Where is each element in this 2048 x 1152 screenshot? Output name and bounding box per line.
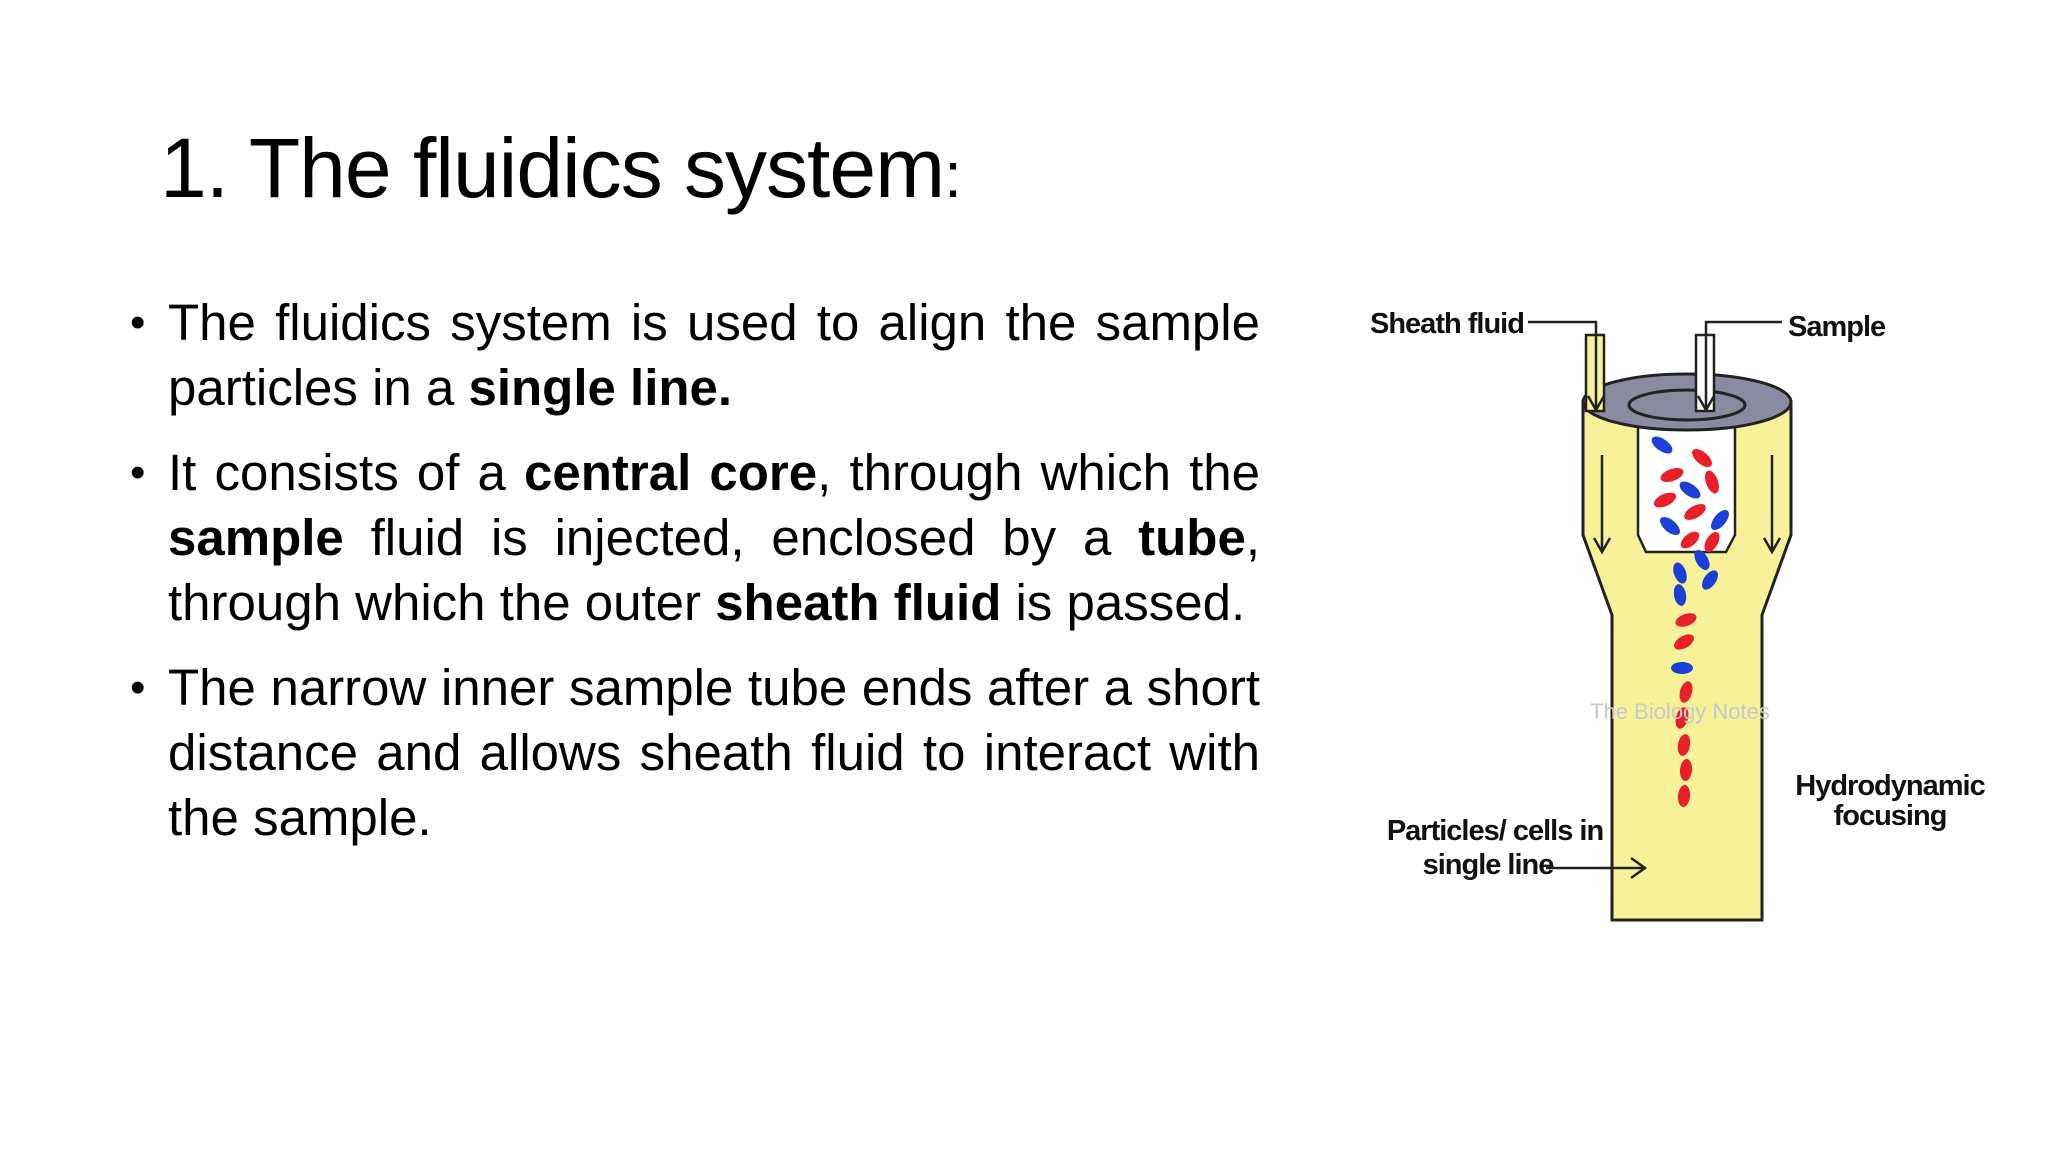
cells (1651, 436, 1729, 807)
bullet-item: • The fluidics system is used to align th… (130, 290, 1260, 420)
red-cell (1684, 504, 1706, 520)
bullet-item: •It consists of a central core, through … (130, 440, 1260, 635)
blue-cell (1651, 436, 1673, 454)
bullet-text: is passed. (1001, 574, 1246, 631)
red-cell (1675, 707, 1689, 729)
bullet-text: fluid is injected, enclosed by a (343, 509, 1139, 566)
bullet-text: The narrow inner sample tube ends after … (168, 659, 1260, 846)
red-cell (1674, 634, 1694, 650)
title-text: 1. The fluidics system (160, 121, 945, 215)
label-sample: Sample (1788, 311, 1886, 343)
label-focusing: focusing (1834, 800, 1947, 832)
blue-cell (1673, 584, 1687, 606)
red-cell (1704, 532, 1720, 552)
blue-cell (1694, 550, 1710, 570)
flow-tube (1581, 400, 1793, 922)
bullet-dot: • (130, 298, 146, 347)
fluidics-diagram: Sheath fluid Sample Hydrodynamic focusin… (1370, 308, 1987, 922)
red-cell (1692, 449, 1712, 467)
bullet-bold-text: tube (1138, 509, 1246, 566)
sheath-flow-arrows (1592, 455, 1782, 555)
bullet-bold-text: single line. (468, 359, 733, 416)
blue-cell (1660, 517, 1680, 535)
blue-cell (1702, 570, 1718, 590)
bullet-bold-text: sheath fluid (715, 574, 1002, 631)
red-cell (1705, 470, 1719, 494)
label-hydrodynamic: Hydrodynamic (1795, 770, 1985, 802)
red-cell (1660, 468, 1684, 482)
bullet-text: , through which the outer (168, 509, 1260, 631)
blue-cell (1671, 662, 1693, 674)
red-cell (1680, 531, 1700, 549)
bullet-dot: • (130, 448, 146, 497)
red-cell (1677, 734, 1691, 756)
blue-cell (1679, 481, 1701, 499)
bullet-bold-text: central core (524, 444, 818, 501)
red-cell (1679, 681, 1693, 703)
red-cell (1653, 492, 1677, 508)
bullet-bold-text: sample (168, 509, 344, 566)
label-sheath-fluid: Sheath fluid (1370, 308, 1524, 340)
bullet-item: • The narrow inner sample tube ends after… (130, 655, 1260, 850)
bullet-text: The fluidics system is used to align the… (168, 294, 1260, 416)
label-particles: Particles/ cells in (1387, 815, 1603, 847)
label-leaders (1528, 320, 1782, 880)
red-cell (1679, 759, 1693, 781)
title-colon: : (944, 139, 962, 211)
bullet-dot: • (130, 663, 146, 712)
bullet-list: • The fluidics system is used to align th… (130, 290, 1260, 870)
core-top-rim (1627, 388, 1747, 422)
bullet-text: It consists of a (168, 444, 525, 501)
red-cell (1675, 613, 1697, 627)
label-single-line: single line (1423, 849, 1555, 881)
blue-cell (1673, 562, 1687, 584)
bullet-text: , through which the (817, 444, 1260, 501)
red-cell (1677, 785, 1691, 807)
watermark: The Biology Notes (1590, 699, 1770, 724)
blue-cell (1711, 510, 1729, 530)
slide-title: 1. The fluidics system: (160, 118, 962, 225)
